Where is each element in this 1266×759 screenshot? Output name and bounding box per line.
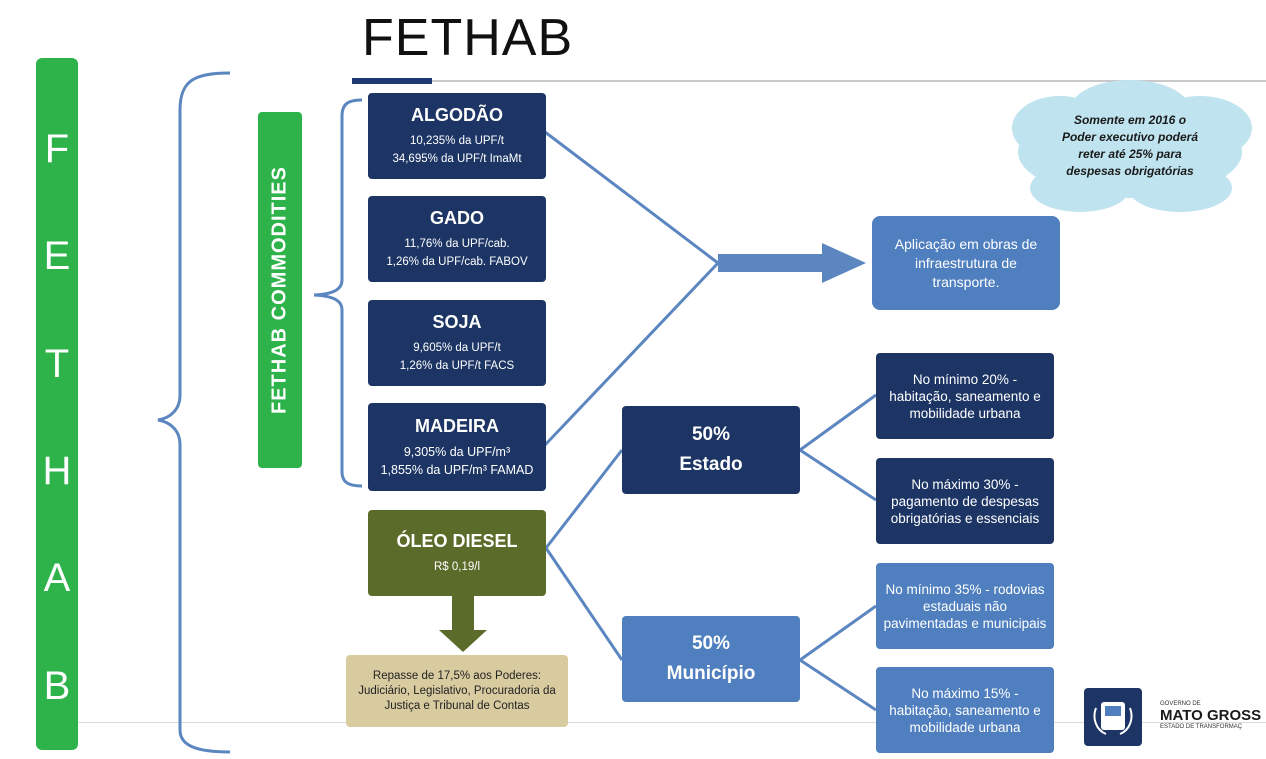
connector-municipio-item2: [799, 658, 877, 712]
cloud-shape: [1012, 80, 1252, 212]
estado-item-text: No mínimo 20% - habitação, saneamento e …: [889, 371, 1041, 421]
estado-label: Estado: [679, 454, 743, 475]
commodity-rate: 1,26% da UPF/cab. FABOV: [386, 255, 528, 268]
commodity-name: ALGODÃO: [411, 104, 503, 125]
diesel-box: ÓLEO DIESEL R$ 0,19/l: [368, 510, 546, 596]
diesel-value: R$ 0,19/l: [433, 560, 481, 573]
cloud-note-line: Somente em 2016 o: [1073, 113, 1187, 127]
vertical-letter: F: [44, 127, 70, 172]
connector-estado-item1: [799, 393, 877, 452]
arrow-diesel-down: [439, 596, 487, 652]
municipio-item-2: No máximo 15% - habitação, saneamento e …: [876, 667, 1054, 753]
commodities-bar: [258, 112, 302, 468]
cloud-note-line: despesas obrigatórias: [1066, 164, 1194, 178]
commodity-rate: 1,26% da UPF/t FACS: [399, 359, 515, 372]
vertical-letter: B: [43, 663, 71, 708]
repasse-box: Repasse de 17,5% aos Poderes: Judiciário…: [346, 655, 568, 727]
vertical-letter: H: [42, 449, 72, 494]
estado-pct: 50%: [691, 424, 731, 445]
page-title: FETHAB: [362, 9, 574, 67]
estado-item-text: No máximo 30% - pagamento de despesas ob…: [890, 476, 1040, 526]
aplicacao-box: Aplicação em obras de infraestrutura de …: [872, 216, 1060, 310]
commodity-rate: 1,855% da UPF/m³ FAMAD: [380, 462, 534, 477]
vertical-letter: A: [43, 556, 71, 601]
municipio-item-1: No mínimo 35% - rodovias estaduais não p…: [876, 563, 1054, 649]
commodity-box-soja: SOJA 9,605% da UPF/t 1,26% da UPF/t FACS: [368, 300, 546, 386]
commodity-box-madeira: MADEIRA 9,305% da UPF/m³ 1,855% da UPF/m…: [368, 403, 546, 491]
connector-diesel-municipio: [544, 547, 624, 661]
connector-municipio-item1: [799, 604, 877, 662]
outer-brace: [157, 71, 231, 754]
municipio-label: Município: [666, 663, 756, 684]
connector-diesel-estado: [544, 449, 624, 549]
commodity-rate: 34,695% da UPF/t ImaMt: [392, 152, 522, 165]
estado-item-1: No mínimo 20% - habitação, saneamento e …: [876, 353, 1054, 439]
commodity-name: MADEIRA: [415, 415, 499, 436]
aplicacao-text: Aplicação em obras de infraestrutura de …: [894, 235, 1038, 290]
commodity-box-gado: GADO 11,76% da UPF/cab. 1,26% da UPF/cab…: [368, 196, 546, 282]
fethab-vertical-bar: F E T H A B: [36, 58, 78, 750]
repasse-text: Repasse de 17,5% aos Poderes: Judiciário…: [358, 669, 556, 712]
footer-divider: [60, 722, 1266, 723]
municipio-item-text: No máximo 15% - habitação, saneamento e …: [889, 685, 1041, 735]
commodity-name: GADO: [430, 207, 484, 228]
title-underline: [352, 80, 1266, 82]
title-accent: [352, 78, 432, 84]
vertical-letter: E: [43, 234, 71, 279]
commodities-label: FETHAB COMMODITIES: [268, 166, 291, 414]
commodity-rate: 9,305% da UPF/m³: [403, 444, 511, 459]
arrow-to-aplicacao: [718, 243, 866, 283]
commodity-rate: 11,76% da UPF/cab.: [404, 237, 510, 250]
inner-brace: [313, 98, 363, 488]
cloud-note: Somente em 2016 o Poder executivo poderá…: [1050, 112, 1210, 180]
connector-madeira: [543, 261, 720, 447]
estado-item-2: No máximo 30% - pagamento de despesas ob…: [876, 458, 1054, 544]
vertical-letter: T: [44, 341, 70, 386]
diesel-name: ÓLEO DIESEL: [396, 530, 518, 551]
commodity-rate: 10,235% da UPF/t: [410, 134, 504, 147]
commodity-box-algodao: ALGODÃO 10,235% da UPF/t 34,695% da UPF/…: [368, 93, 546, 179]
connector-estado-item2: [799, 448, 877, 502]
estado-box: 50% Estado: [622, 406, 800, 494]
logo-name: MATO GROSS: [1160, 707, 1262, 724]
government-logo: GOVERNO DE MATO GROSS ESTADO DE TRANSFOR…: [1160, 701, 1266, 730]
commodity-rate: 9,605% da UPF/t: [413, 341, 501, 354]
municipio-pct: 50%: [691, 633, 731, 654]
logo-small-top: GOVERNO DE: [1160, 701, 1201, 707]
municipio-box: 50% Município: [622, 616, 800, 702]
logo-small-bottom: ESTADO DE TRANSFORMAÇ: [1160, 724, 1243, 730]
cloud-note-line: reter até 25% para: [1078, 147, 1182, 161]
cloud-note-line: Poder executivo poderá: [1061, 130, 1199, 144]
municipio-item-text: No mínimo 35% - rodovias estaduais não p…: [883, 581, 1047, 631]
commodity-name: SOJA: [432, 311, 482, 332]
coat-of-arms-icon: [1084, 688, 1142, 746]
connector-algodao: [544, 130, 719, 265]
